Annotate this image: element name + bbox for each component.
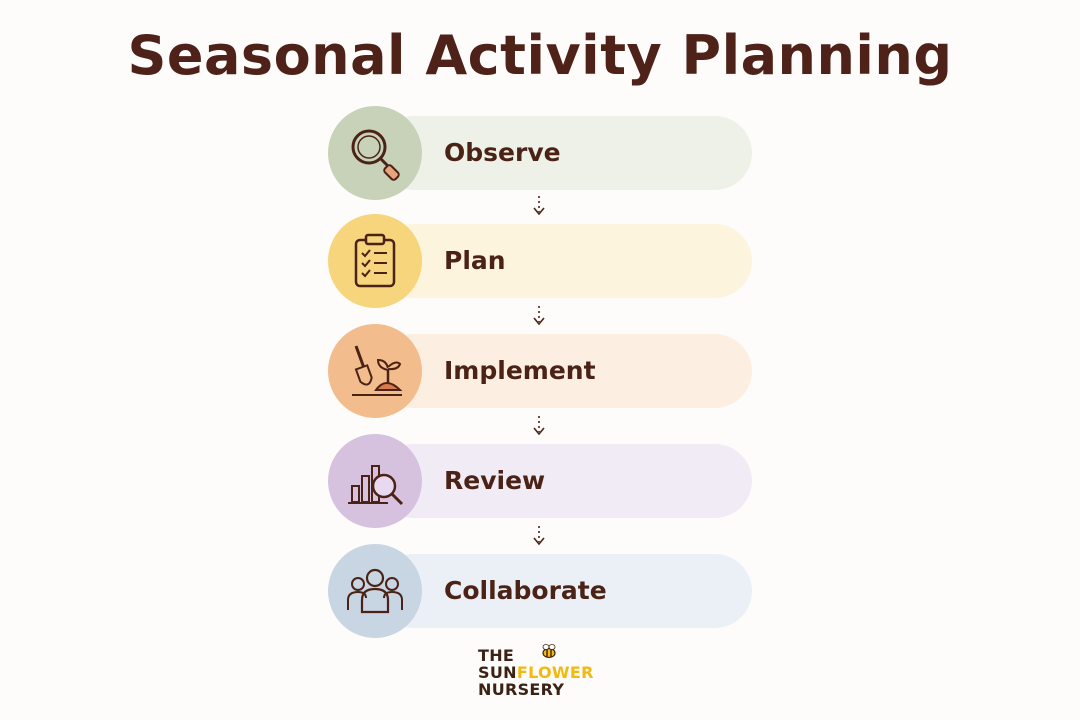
logo-line-the: THE (478, 646, 515, 665)
clipboard-checklist-icon (354, 233, 396, 288)
logo-line-nursery: NURSERY (478, 680, 565, 699)
step-label: Observe (444, 138, 561, 167)
step-label: Plan (444, 246, 506, 275)
step-observe: Observe (328, 106, 752, 200)
step-pill (376, 116, 752, 190)
logo-letter: W (551, 663, 570, 682)
magnifying-glass-icon (351, 129, 400, 181)
logo-letter: R (581, 663, 594, 682)
step-icon-circle (328, 544, 422, 638)
connector-arrow (533, 306, 545, 326)
logo-letter: L (528, 663, 538, 682)
step-pill (376, 224, 752, 298)
logo-line-sunflower: SUNFLOWER (478, 664, 594, 681)
connector-arrow (533, 196, 545, 216)
connector-arrow (533, 526, 545, 546)
step-implement: Implement (328, 324, 752, 418)
trowel-sprout-icon (352, 345, 403, 396)
step-review: Review (328, 434, 752, 528)
page-title: Seasonal Activity Planning (127, 24, 953, 87)
logo-letter: U (489, 663, 504, 682)
sunflower-nursery-logo: THE SUNFLOWER NURSERY (470, 644, 610, 700)
step-pill (376, 444, 752, 518)
step-label: Implement (444, 356, 596, 385)
step-icon-circle (328, 434, 422, 528)
step-pill (376, 334, 752, 408)
step-collaborate: Collaborate (328, 544, 752, 638)
step-plan: Plan (328, 214, 752, 308)
connector-arrow (533, 416, 545, 436)
step-pill (376, 554, 752, 628)
step-label: Review (444, 466, 546, 495)
step-icon-circle (328, 106, 422, 200)
logo-letter: F (516, 663, 529, 682)
logo-letter: E (569, 663, 582, 682)
people-group-icon (347, 568, 403, 614)
bar-chart-magnifier-icon (348, 465, 404, 506)
step-icon-circle (328, 324, 422, 418)
logo-letter: S (478, 663, 490, 682)
step-label: Collaborate (444, 576, 607, 605)
logo-letter: N (503, 663, 517, 682)
step-icon-circle (328, 214, 422, 308)
logo-letter: O (538, 663, 552, 682)
bee-icon (542, 644, 556, 659)
